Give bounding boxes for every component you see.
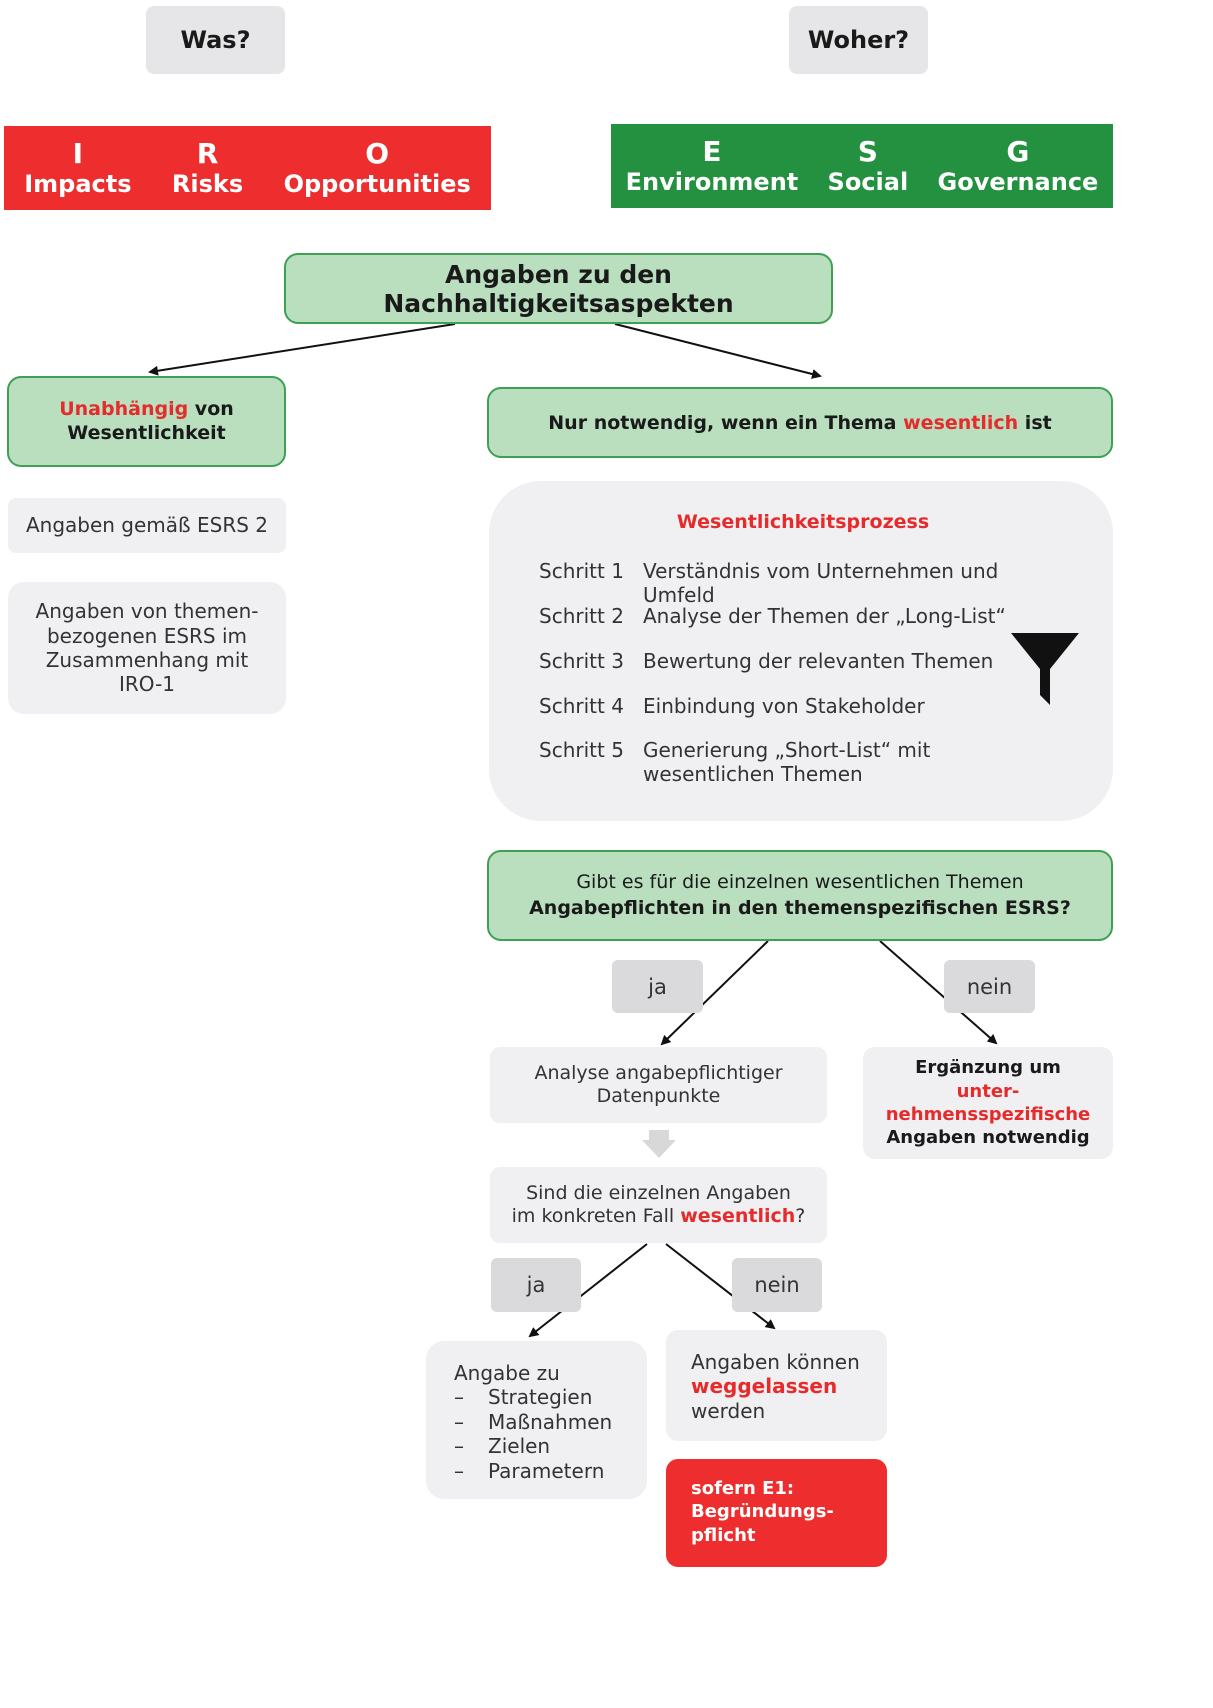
- right-branch-title: Nur notwendig, wenn ein Thema wesentlich…: [487, 387, 1113, 458]
- funnel-icon: [1011, 633, 1079, 705]
- question-2: Sind die einzelnen Angaben im konkreten …: [490, 1167, 827, 1243]
- esg-social: S Social: [827, 134, 909, 197]
- root-node: Angaben zu den Nachhaltigkeitsaspekten: [284, 253, 833, 324]
- iro-band: I Impacts R Risks O Opportunities: [4, 126, 491, 210]
- q2-yes-label: ja: [491, 1258, 581, 1312]
- q1-no-label: nein: [944, 960, 1035, 1013]
- disclosure-list: Strategien Maßnahmen Zielen Parametern: [454, 1385, 637, 1483]
- list-item: Zielen: [454, 1434, 637, 1459]
- arrow-q1-yes: [660, 940, 769, 1046]
- esg-band: E Environment S Social G Governance: [611, 124, 1113, 208]
- process-box: Wesentlichkeitsprozess Schritt 1 Verstän…: [489, 481, 1113, 821]
- e1-justification-box: sofern E1: Begründungs-pflicht: [666, 1459, 887, 1567]
- omit-box: Angaben können weggelassen werden: [666, 1330, 887, 1441]
- q2-no-label: nein: [732, 1258, 822, 1312]
- iro-impacts: I Impacts: [24, 136, 132, 199]
- iro-opportunities: O Opportunities: [283, 136, 471, 199]
- esrs2-box: Angaben gemäß ESRS 2: [8, 498, 286, 553]
- arrow-q2-no: [665, 1243, 776, 1330]
- arrow-q1-no: [879, 940, 998, 1045]
- arrow-root-left: [148, 323, 456, 376]
- esg-governance: G Governance: [937, 134, 1099, 197]
- list-item: Parametern: [454, 1459, 637, 1484]
- question-1: Gibt es für die einzelnen wesentlichen T…: [487, 850, 1113, 941]
- company-specific-box: Ergänzung um unter-nehmensspezifische An…: [863, 1047, 1113, 1159]
- iro1-box: Angaben von themen-bezogenen ESRS im Zus…: [8, 582, 286, 714]
- q1-yes-label: ja: [612, 960, 703, 1013]
- disclosure-box: Angabe zu Strategien Maßnahmen Zielen Pa…: [426, 1341, 647, 1499]
- list-item: Maßnahmen: [454, 1410, 637, 1435]
- iro-risks: R Risks: [171, 136, 244, 199]
- analysis-box: Analyse angabepflichtiger Datenpunkte: [490, 1047, 827, 1123]
- disclosure-intro: Angabe zu: [454, 1361, 560, 1385]
- arrow-root-right: [614, 323, 822, 379]
- left-branch-title: Unabhängig von Wesentlichkeit: [7, 376, 286, 467]
- woher-header: Woher?: [789, 6, 928, 74]
- was-header: Was?: [146, 6, 285, 74]
- arrow-q2-yes: [528, 1243, 648, 1338]
- process-title: Wesentlichkeitsprozess: [676, 511, 930, 533]
- down-block-arrow: [642, 1130, 676, 1158]
- list-item: Strategien: [454, 1385, 637, 1410]
- esg-environment: E Environment: [625, 134, 799, 197]
